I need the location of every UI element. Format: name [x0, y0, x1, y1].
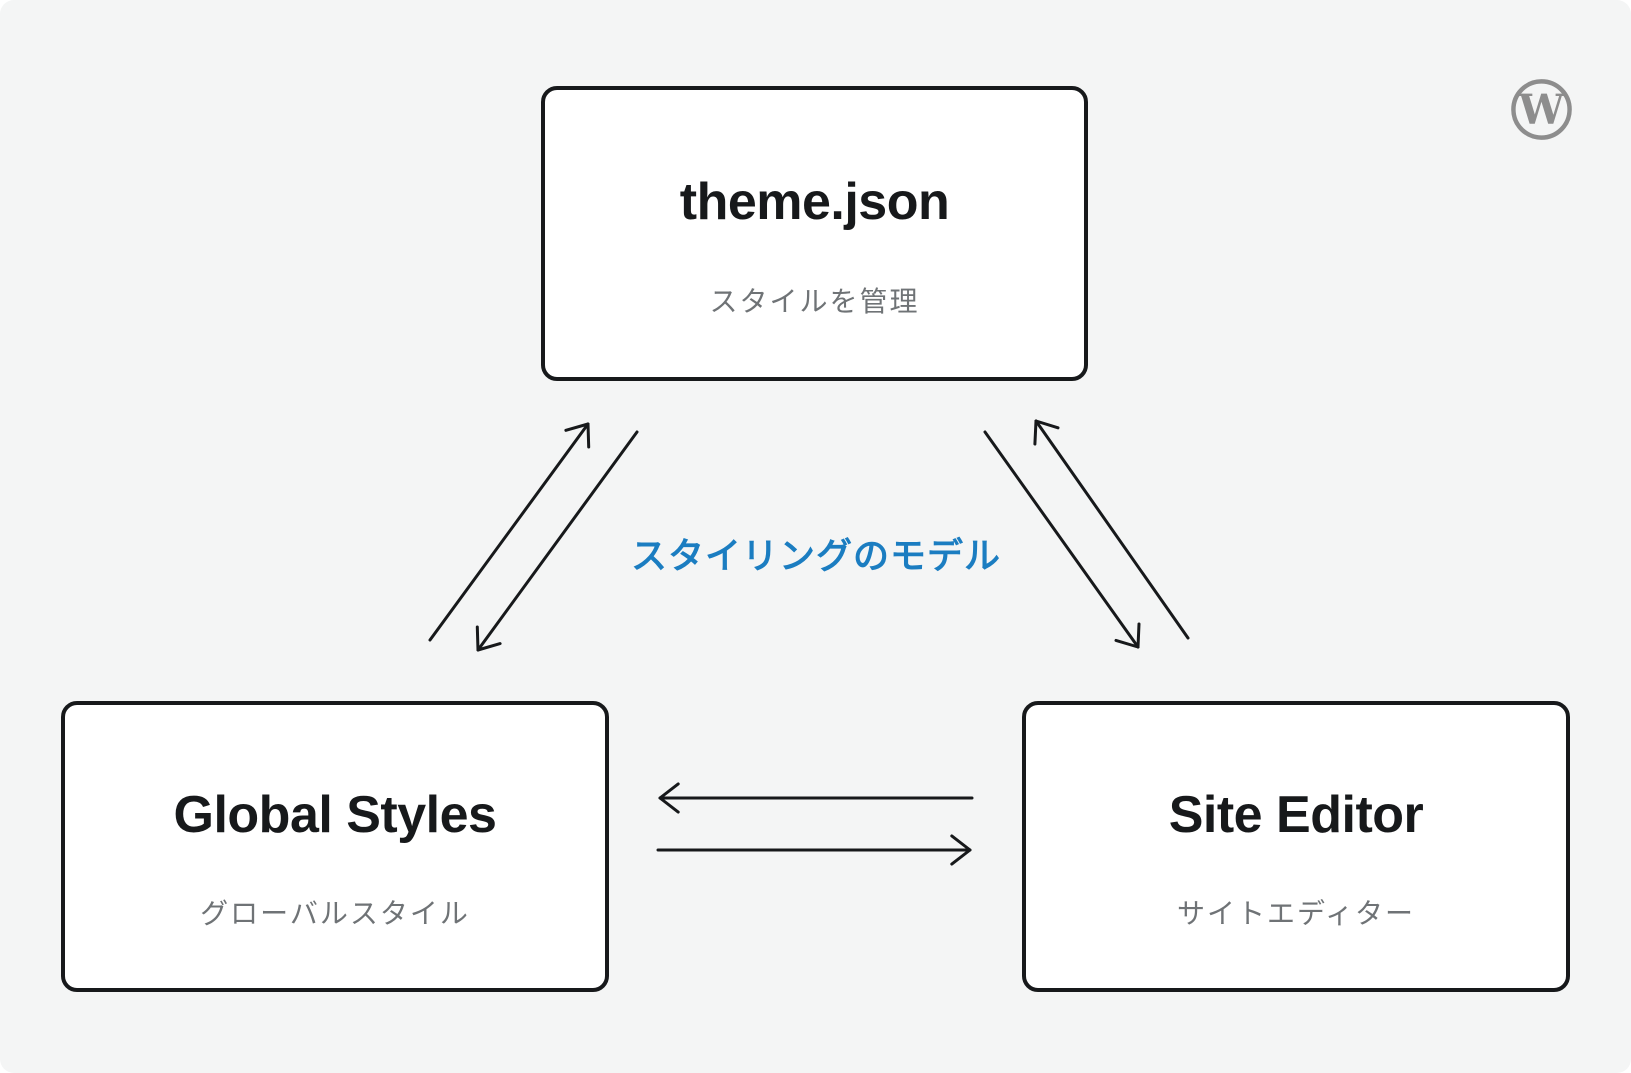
- wordpress-logo-ring: [1511, 79, 1572, 140]
- arrow-site-editor-to-global-styles: [658, 782, 974, 814]
- node-global-styles: Global Styles グローバルスタイル: [61, 701, 609, 992]
- arrow-global-styles-to-theme-json: [428, 422, 591, 642]
- node-site-editor-subtitle: サイトエディター: [1176, 897, 1416, 929]
- node-site-editor-title: Site Editor: [1168, 786, 1424, 845]
- diagram-center-label: スタイリングのモデル: [630, 535, 1002, 576]
- node-global-styles-subtitle: グローバルスタイル: [200, 897, 470, 929]
- wordpress-logo-icon: W: [1510, 78, 1573, 141]
- arrow-theme-json-to-global-styles: [475, 430, 639, 652]
- node-theme-json: theme.json スタイルを管理: [541, 86, 1088, 381]
- node-theme-json-title: theme.json: [679, 172, 950, 231]
- arrow-global-styles-to-site-editor: [656, 834, 972, 866]
- wordpress-logo-letter: W: [1518, 86, 1566, 134]
- node-site-editor: Site Editor サイトエディター: [1022, 701, 1570, 992]
- node-global-styles-title: Global Styles: [173, 786, 497, 845]
- node-theme-json-subtitle: スタイルを管理: [709, 285, 920, 317]
- arrow-site-editor-to-theme-json: [1033, 419, 1190, 640]
- arrow-theme-json-to-site-editor: [983, 430, 1141, 649]
